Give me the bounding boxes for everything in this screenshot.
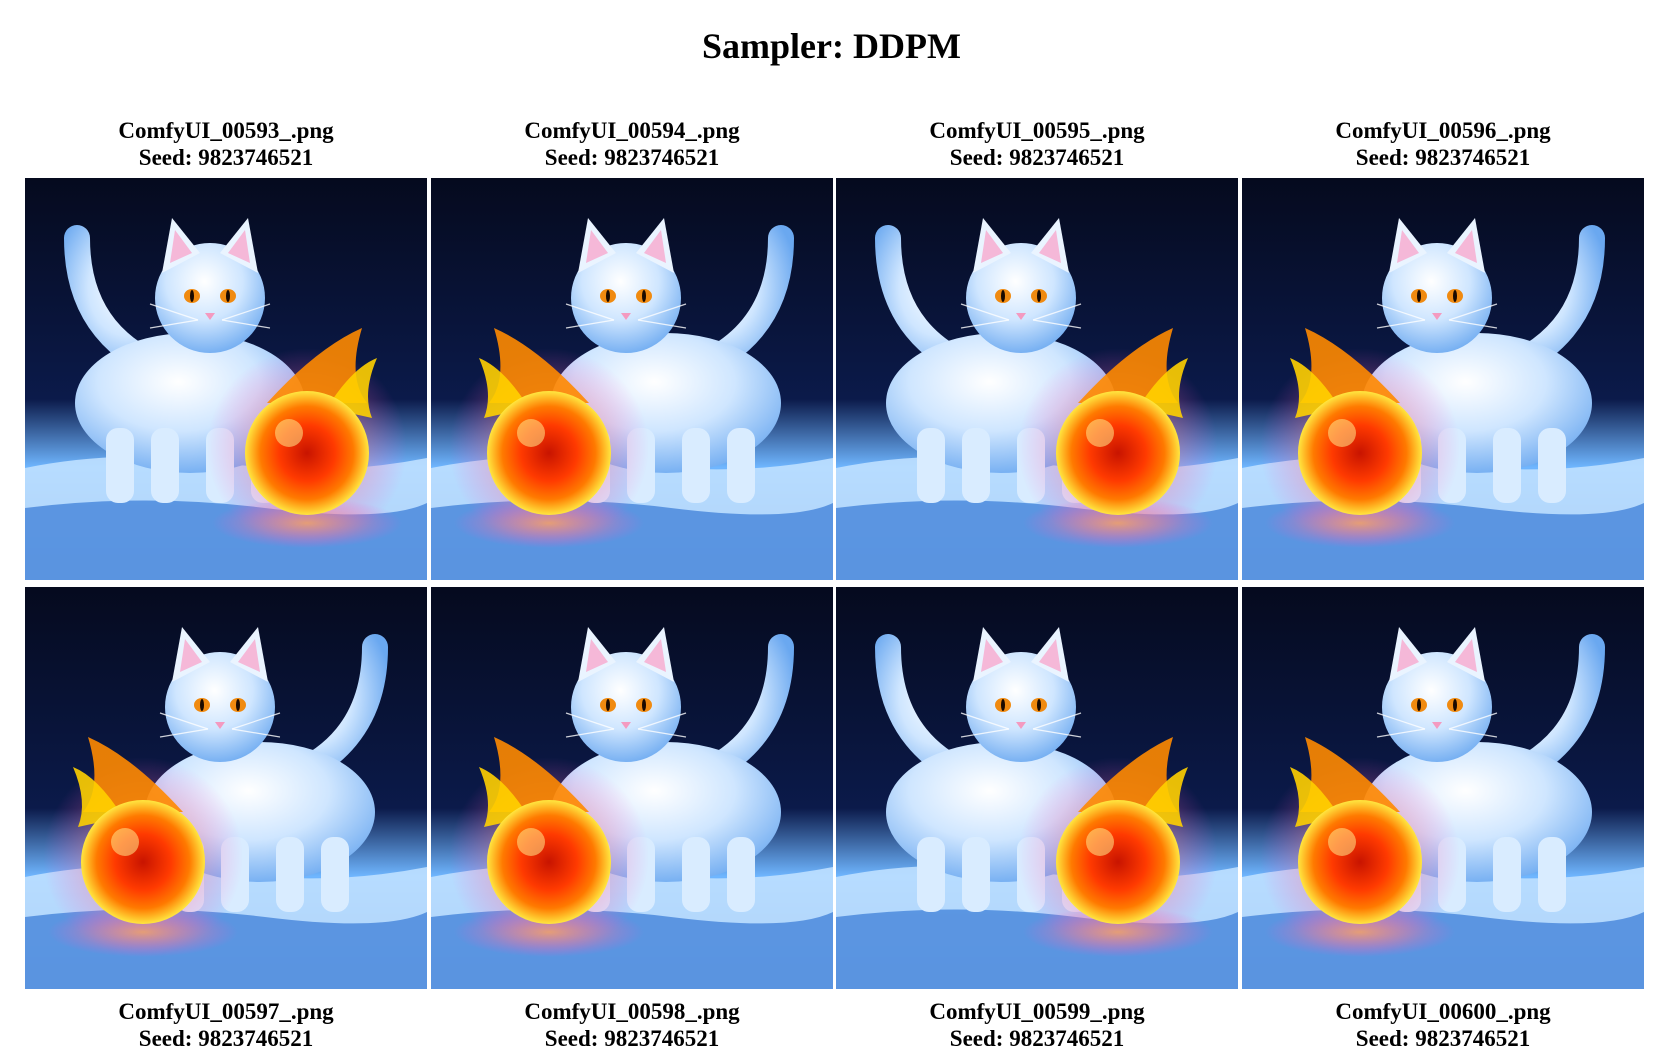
image-filename: ComfyUI_00598_.png — [524, 999, 740, 1024]
caption-4: ComfyUI_00596_.png Seed: 9823746521 — [1242, 117, 1644, 171]
image-seed: Seed: 9823746521 — [138, 145, 314, 170]
image-tile-5 — [25, 587, 427, 989]
image-seed: Seed: 9823746521 — [949, 1026, 1125, 1051]
caption-5: ComfyUI_00597_.png Seed: 9823746521 — [25, 998, 427, 1052]
image-filename: ComfyUI_00600_.png — [1335, 999, 1551, 1024]
image-seed: Seed: 9823746521 — [544, 1026, 720, 1051]
image-seed: Seed: 9823746521 — [949, 145, 1125, 170]
image-tile-6 — [431, 587, 833, 989]
image-tile-3 — [836, 178, 1238, 580]
image-tile-1 — [25, 178, 427, 580]
ice-cat-fire-ball-image — [836, 178, 1238, 580]
image-tile-2 — [431, 178, 833, 580]
caption-1: ComfyUI_00593_.png Seed: 9823746521 — [25, 117, 427, 171]
ice-cat-fire-ball-image — [1242, 178, 1644, 580]
ice-cat-fire-ball-image — [1242, 587, 1644, 989]
image-tile-7 — [836, 587, 1238, 989]
caption-2: ComfyUI_00594_.png Seed: 9823746521 — [431, 117, 833, 171]
page-title: Sampler: DDPM — [702, 26, 961, 66]
image-filename: ComfyUI_00597_.png — [118, 999, 334, 1024]
image-seed: Seed: 9823746521 — [138, 1026, 314, 1051]
ice-cat-fire-ball-image — [836, 587, 1238, 989]
image-filename: ComfyUI_00596_.png — [1335, 118, 1551, 143]
image-filename: ComfyUI_00594_.png — [524, 118, 740, 143]
caption-8: ComfyUI_00600_.png Seed: 9823746521 — [1242, 998, 1644, 1052]
image-tile-4 — [1242, 178, 1644, 580]
image-filename: ComfyUI_00599_.png — [929, 999, 1145, 1024]
caption-3: ComfyUI_00595_.png Seed: 9823746521 — [836, 117, 1238, 171]
caption-6: ComfyUI_00598_.png Seed: 9823746521 — [431, 998, 833, 1052]
image-filename: ComfyUI_00593_.png — [118, 118, 334, 143]
image-seed: Seed: 9823746521 — [544, 145, 720, 170]
image-filename: ComfyUI_00595_.png — [929, 118, 1145, 143]
image-tile-8 — [1242, 587, 1644, 989]
ice-cat-fire-ball-image — [25, 178, 427, 580]
ice-cat-fire-ball-image — [25, 587, 427, 989]
image-seed: Seed: 9823746521 — [1355, 1026, 1531, 1051]
image-seed: Seed: 9823746521 — [1355, 145, 1531, 170]
ice-cat-fire-ball-image — [431, 178, 833, 580]
ice-cat-fire-ball-image — [431, 587, 833, 989]
caption-7: ComfyUI_00599_.png Seed: 9823746521 — [836, 998, 1238, 1052]
